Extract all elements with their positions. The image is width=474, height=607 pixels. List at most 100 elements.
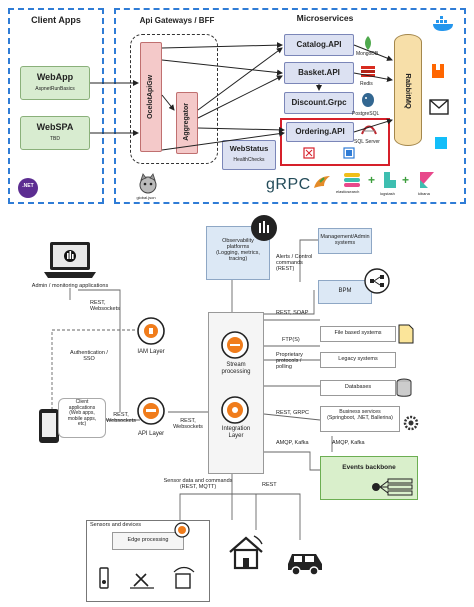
bpm-box	[318, 280, 372, 304]
ordering-highlight	[280, 118, 390, 166]
center-column	[208, 312, 264, 474]
logstash-label: logstash	[380, 191, 395, 196]
webstatus-sub: HealthChecks	[233, 157, 265, 163]
events-backbone-box	[320, 456, 418, 500]
basket-box	[284, 62, 354, 84]
backend-region	[114, 8, 466, 204]
dotnet-label: .NET	[22, 183, 34, 189]
client-apps-title: Client Apps	[31, 15, 81, 25]
grpc-logo: gRPC	[266, 176, 311, 193]
mongodb-label: MongoDB	[356, 51, 379, 57]
edge-icon	[174, 522, 190, 538]
rest-grpc-label: REST, GRPC	[276, 410, 310, 416]
webspa-sub: TBD	[50, 136, 60, 142]
webspa-box	[20, 116, 90, 150]
discount-label: Discount.Grpc	[291, 98, 347, 107]
management-label: Management/Admin systems	[320, 234, 370, 247]
auth-sso-label: Authentication / SSO	[70, 350, 108, 363]
ordering-box	[286, 122, 354, 142]
plus-icon-2: +	[402, 173, 410, 187]
integration-label: Integration Layer	[221, 426, 251, 439]
iam-icon	[137, 317, 165, 345]
api-icon	[137, 397, 165, 425]
microservices-title: Microservices	[296, 13, 354, 23]
iam-layer-label: IAM Layer	[137, 349, 165, 355]
legacy-box	[320, 352, 396, 368]
plus-icon-1: +	[368, 173, 376, 187]
elastic-icon	[344, 173, 360, 187]
ordering-label: Ordering.API	[295, 127, 345, 136]
client-apps-box	[58, 398, 106, 438]
webstatus-box	[222, 140, 276, 170]
top-connectors	[90, 42, 393, 151]
dotnet-icon	[18, 178, 38, 198]
sensor-cmd-label: Sensor data and commands (REST, MQTT)	[163, 478, 233, 491]
gear-icon	[403, 415, 419, 431]
metrics-icon	[251, 215, 277, 241]
discount-box	[284, 92, 354, 114]
kibana-label: kibana	[418, 191, 430, 196]
mongodb-icon	[365, 36, 371, 50]
laptop-icon	[44, 242, 96, 278]
portainer-icon	[435, 137, 447, 149]
sensors-title: Sensors and devices	[90, 522, 142, 528]
rabbitmq-logo-icon	[432, 64, 444, 78]
postgres-icon	[362, 93, 374, 107]
redis-label: Redis	[360, 81, 373, 87]
legacy-label: Legacy systems	[338, 356, 378, 362]
postgres-label: PostgreSQL	[352, 111, 380, 117]
edge-box	[112, 532, 184, 550]
phone-icon	[39, 409, 59, 443]
container-icons	[303, 147, 355, 159]
car-icon	[288, 554, 322, 576]
catalog-label: Catalog.API	[296, 40, 342, 49]
kibana-icon	[420, 172, 434, 188]
alerts-label: Alerts / Control commands (REST)	[276, 254, 313, 273]
events-icon	[372, 478, 413, 496]
rest-soap-label: REST, SOAP	[276, 310, 309, 316]
docker-icon	[433, 16, 453, 31]
rest-websockets-2: REST, Websockets	[106, 412, 136, 425]
amqp-label-1: AMQP, Kafka	[332, 440, 365, 446]
webspa-label: WebSPA	[36, 122, 74, 132]
bird-icon	[314, 176, 330, 188]
webapp-box	[20, 66, 90, 100]
webstatus-label: WebStatus	[229, 144, 269, 153]
amqp-label-2: AMQP, Kafka	[276, 440, 309, 446]
ftp-label: FTP(S)	[282, 337, 300, 343]
elastic-label: elasticsearch	[336, 189, 360, 194]
file-icon	[398, 324, 414, 344]
catalog-box	[284, 34, 354, 56]
logstash-icon	[384, 172, 396, 188]
integration-icon	[221, 396, 249, 424]
rabbitmq-cylinder	[394, 34, 422, 146]
sqlserver-icon	[361, 125, 377, 135]
database-icon	[396, 378, 412, 397]
rest-websockets-1: REST, Websockets	[90, 300, 120, 313]
file-systems-label: File based systems	[334, 330, 382, 336]
stream-label: Stream processing	[221, 362, 251, 375]
home-icon	[229, 535, 263, 570]
file-systems-box	[320, 326, 396, 342]
business-box	[320, 406, 400, 432]
sensor-device-icons	[99, 566, 195, 589]
observability-label: Observability platforms (Logging, metric…	[216, 238, 260, 263]
stream-icon	[221, 331, 249, 359]
edge-label: Edge processing	[127, 537, 169, 543]
rest-label: REST	[262, 482, 277, 488]
basket-label: Basket.API	[298, 68, 340, 77]
global-label: global.json	[136, 195, 156, 200]
management-box	[318, 228, 372, 254]
rest-websockets-3: REST, Websockets	[173, 418, 203, 431]
events-backbone-label: Events backbone	[342, 464, 396, 471]
client-apps-region	[8, 8, 104, 204]
proprietary-label: Proprietary protocols / polling	[276, 352, 303, 371]
ocelot-box	[140, 42, 162, 152]
bpm-label: BPM	[338, 288, 352, 294]
databases-box	[320, 380, 396, 396]
aggregator-box	[176, 92, 198, 154]
gateways-title: Api Gateways / BFF	[139, 16, 215, 25]
admin-app-label: Admin / monitoring applications	[31, 283, 109, 289]
api-layer-label: API Layer	[137, 431, 165, 437]
